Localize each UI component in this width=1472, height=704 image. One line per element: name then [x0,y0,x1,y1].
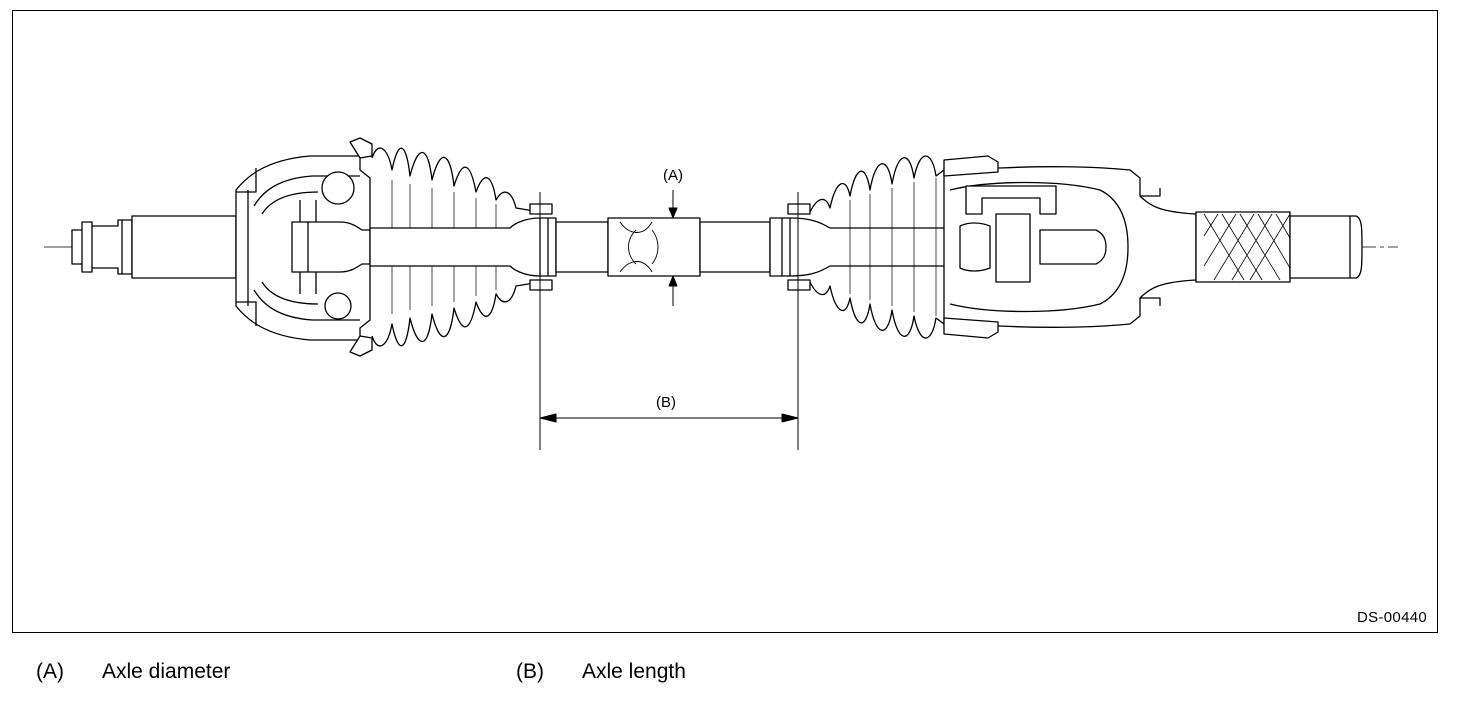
cv-ball-lower [324,292,352,320]
left-inner-shaft-end [291,221,371,273]
legend-key: (B) [516,660,544,683]
right-boot-clamp [787,203,811,291]
callout-b: (B) [656,394,676,411]
legend-text: Axle diameter [102,660,231,683]
main-axle-shaft [369,217,961,277]
legend-item-axle-diameter: (A) Axle diameter [36,660,230,684]
legend-key: (A) [36,660,64,683]
legend-text: Axle length [582,660,686,683]
dimension-a [668,190,678,306]
callout-a: (A) [663,167,683,184]
right-tripod-housing [943,155,1197,339]
left-boot-bellows-top [371,147,541,213]
right-boot-bellows-top [809,155,945,213]
left-boot-bellows-bottom [371,281,541,347]
left-boot-clamp [529,203,553,291]
figure-id: DS-00440 [1357,609,1427,626]
right-stub-shaft [1195,211,1363,283]
left-stub-shaft [71,215,237,279]
legend-item-axle-length: (B) Axle length [516,660,686,684]
right-boot-bellows-bottom [809,281,945,339]
figure-frame: DS-00440 [12,10,1438,633]
cv-ball-upper [321,171,355,205]
dimension-b [539,192,799,450]
